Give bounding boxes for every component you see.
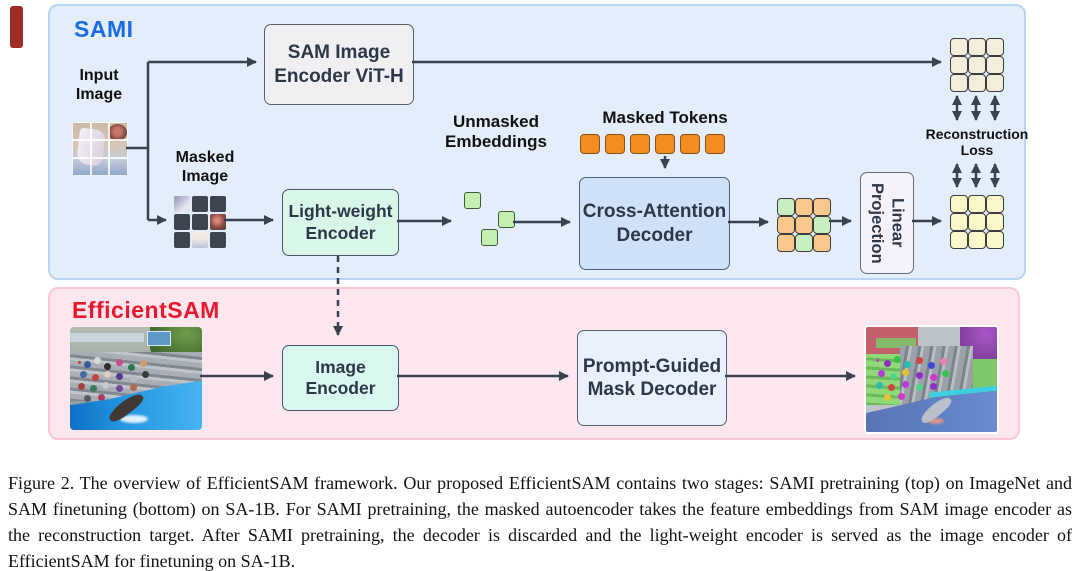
masked-token [630,134,650,154]
grid-cell [950,213,968,231]
grid-cell [192,214,208,230]
sami-title: SAMI [74,16,134,42]
reconstruction-loss-label: Reconstruction Loss [925,126,1029,159]
masked-tokens-row [580,134,725,154]
grid-cell [795,234,813,252]
grid-cell [777,216,795,234]
segment-patch [866,354,906,405]
grid-cell [174,214,190,230]
grid-cell [813,198,831,216]
grid-cell [986,56,1004,74]
unmasked-embedding-square [498,211,515,228]
grid-cell [192,232,208,248]
masked-image-thumbnail [174,196,226,248]
reconstructed-feature-grid [950,195,1004,249]
linear-projection-label: Linear Projection [868,182,907,264]
grid-cell [986,38,1004,56]
grid-cell [968,56,986,74]
masked-tokens-label: Masked Tokens [602,108,728,127]
unmasked-embedding-square [481,229,498,246]
grid-cell [986,213,1004,231]
audience-dots [78,361,81,364]
grid-cell [986,74,1004,92]
unmasked-embeddings-label: Unmasked Embeddings [444,112,547,152]
segmented-audience-dots [876,359,879,362]
lightweight-encoder-box: Light-weight Encoder [282,189,399,256]
grid-cell [986,195,1004,213]
masked-token [605,134,625,154]
grid-cell [813,234,831,252]
sam-image-encoder-box: SAM Image Encoder ViT-H [264,24,414,105]
figure-caption: Figure 2. The overview of EfficientSAM f… [8,473,1072,571]
grid-cell [210,232,226,248]
grid-cell [950,195,968,213]
masked-token [580,134,600,154]
splash-shape [120,415,148,423]
grid-cell [968,195,986,213]
image-encoder-box: Image Encoder [282,345,399,411]
segmented-output-photo [864,325,999,434]
grid-cell [813,216,831,234]
masked-image-label: Masked Image [175,149,235,186]
cross-attention-decoder-box: Cross-Attention Decoder [579,177,730,270]
grid-cell [950,231,968,249]
grid-cell [174,232,190,248]
masked-token [680,134,700,154]
grid-cell [210,196,226,212]
segment-splash-shape [928,418,944,424]
unmasked-embedding-square [464,192,481,209]
railing-shape [70,333,144,342]
grid-cell [950,74,968,92]
masked-token [705,134,725,154]
grid-cell [968,74,986,92]
grid-cell [777,234,795,252]
grid-cell [986,231,1004,249]
grid-cell [968,213,986,231]
input-image-label: Input Image [75,67,123,104]
grid-cell [968,38,986,56]
grid-cell [192,196,208,212]
grid-cell [795,198,813,216]
masked-token [655,134,675,154]
segment-patch [876,337,916,348]
efficientsam-title: EfficientSAM [72,297,220,323]
grid-cell [950,56,968,74]
donut-shape [108,124,127,141]
merged-feature-grid [777,198,831,252]
grid-cell [210,214,226,230]
grid-cell [777,198,795,216]
efficientsam-panel: EfficientSAM Image Encoder Prompt-Guided… [48,287,1020,440]
sign-shape [146,331,171,346]
prompt-guided-mask-decoder-box: Prompt-Guided Mask Decoder [577,330,727,426]
sea-lion-input-photo [70,327,202,430]
grid-cell [950,38,968,56]
grid-cell [795,216,813,234]
sam-feature-target-grid [950,38,1004,92]
red-edge-mark [10,6,23,48]
grid-cell [968,231,986,249]
sami-panel: SAMI Input Image Masked Image SAM Image … [48,4,1028,280]
grid-cell [174,196,190,212]
patch-grid-lines [72,122,128,176]
linear-projection-box: Linear Projection [860,172,914,274]
input-image-thumbnail [72,122,128,176]
